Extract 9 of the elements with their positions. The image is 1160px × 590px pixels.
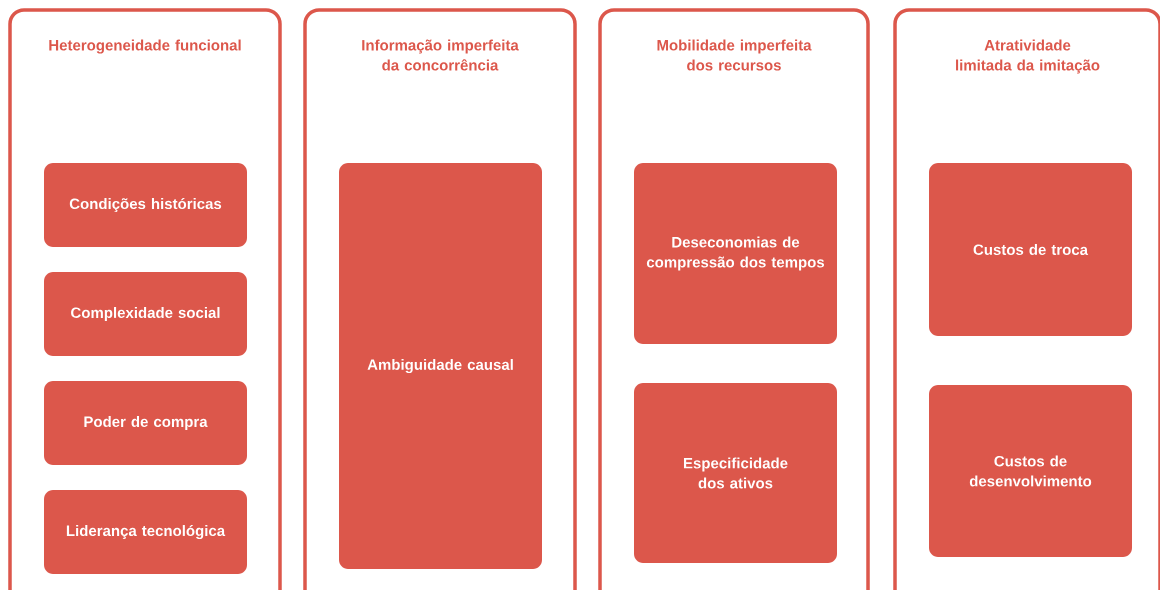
- factor-box: Poder de compra: [44, 381, 247, 465]
- factor-box: Deseconomias de compressão dos tempos: [634, 163, 837, 344]
- factor-box: Custos de troca: [929, 163, 1132, 336]
- factor-box: Custos de desenvolvimento: [929, 385, 1132, 557]
- factor-box: Complexidade social: [44, 272, 247, 356]
- factor-box: Ambiguidade causal: [339, 163, 542, 569]
- factor-box: Condições históricas: [44, 163, 247, 247]
- factor-box: Especificidade dos ativos: [634, 383, 837, 563]
- factor-box: Liderança tecnológica: [44, 490, 247, 574]
